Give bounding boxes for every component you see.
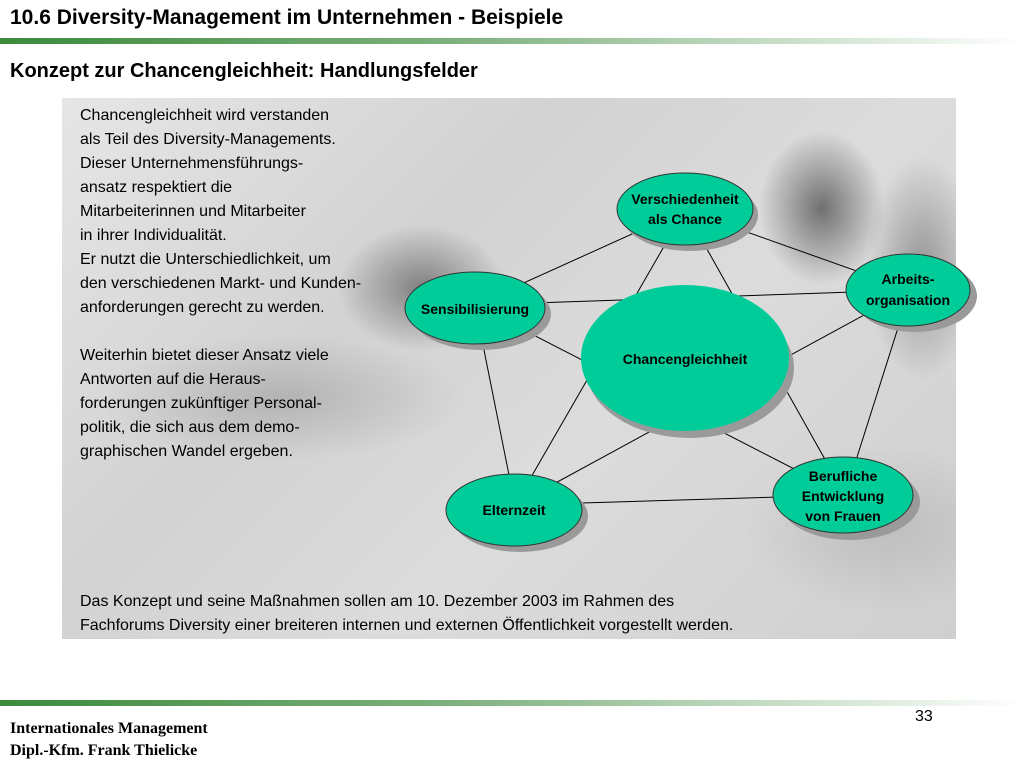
node-label: Entwicklung — [802, 488, 884, 504]
node-label: Arbeits- — [882, 271, 935, 287]
bottom-note: Das Konzept und seine Maßnahmen sollen a… — [80, 590, 733, 638]
node-label: organisation — [866, 292, 950, 308]
footer-author: Dipl.-Kfm. Frank Thielicke — [10, 740, 208, 762]
node-ellipse — [846, 254, 970, 326]
node-arbeitsorganisation: Arbeits- organisation — [846, 254, 977, 332]
node-ellipse — [617, 173, 753, 245]
node-elternzeit: Elternzeit — [446, 474, 588, 552]
node-label: Verschiedenheit — [631, 191, 739, 207]
node-sensibilisierung: Sensibilisierung — [405, 272, 551, 350]
node-verschiedenheit: Verschiedenheit als Chance — [617, 173, 758, 251]
footer-course: Internationales Management — [10, 718, 208, 740]
node-label: von Frauen — [805, 508, 880, 524]
center-node: Chancengleichheit — [581, 285, 794, 438]
node-label: Berufliche — [809, 468, 878, 484]
footer: Internationales Management Dipl.-Kfm. Fr… — [10, 718, 208, 762]
footer-divider — [0, 700, 1024, 706]
node-label: Elternzeit — [482, 502, 545, 518]
bottom-note-line: Das Konzept und seine Maßnahmen sollen a… — [80, 590, 733, 614]
node-label: als Chance — [648, 211, 722, 227]
page-number: 33 — [915, 708, 933, 726]
node-label: Sensibilisierung — [421, 301, 529, 317]
node-berufliche-entwicklung: Berufliche Entwicklung von Frauen — [773, 457, 920, 540]
bottom-note-line: Fachforums Diversity einer breiteren int… — [80, 614, 733, 638]
center-node-label: Chancengleichheit — [623, 351, 748, 367]
